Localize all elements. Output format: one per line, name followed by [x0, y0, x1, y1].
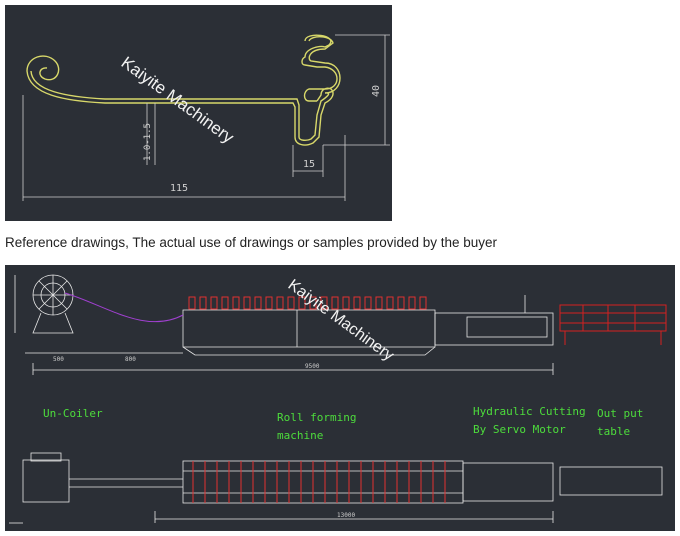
- roller-stand: [232, 296, 240, 310]
- roller-stand: [408, 296, 416, 310]
- roller-stand: [298, 296, 306, 310]
- roller-stand: [243, 296, 251, 310]
- roller-stand: [375, 296, 383, 310]
- roller-stand: [342, 296, 350, 310]
- dim-coiler-gap: 800: [125, 356, 136, 363]
- roller-stand: [265, 296, 273, 310]
- dim-overall-plan: 13000: [337, 512, 355, 519]
- roller-stand: [353, 296, 361, 310]
- dim-hook-width: 15: [303, 159, 315, 170]
- profile-drawing-panel: 40 1.0-1.5 15 115 Kaiyite Machinery: [5, 5, 392, 221]
- watermark: Kaiyite Machinery: [118, 53, 238, 148]
- roller-stands-side: [188, 296, 427, 310]
- roller-stand: [331, 296, 339, 310]
- roller-stand: [221, 296, 229, 310]
- roller-stand: [309, 296, 317, 310]
- roller-stand: [320, 296, 328, 310]
- label-roll-forming-1: Roll forming: [277, 411, 356, 424]
- roller-stand: [397, 296, 405, 310]
- roller-stand: [276, 296, 284, 310]
- roller-stand: [386, 296, 394, 310]
- roller-stand: [287, 296, 295, 310]
- roller-stand: [254, 296, 262, 310]
- profile-outline: [26, 34, 338, 146]
- layout-drawing: 500 800 9500 13000 Un-Coiler Roll formin…: [9, 274, 667, 524]
- roller-stand: [188, 296, 196, 310]
- dim-overall-side: 9500: [305, 363, 320, 370]
- strip-trace: [64, 292, 184, 323]
- label-output-2: table: [597, 425, 630, 438]
- label-cutting-1: Hydraulic Cutting: [473, 405, 586, 418]
- caption: Reference drawings, The actual use of dr…: [5, 235, 498, 250]
- uncoiler-plan: [22, 459, 70, 503]
- dim-total-width: 115: [170, 183, 188, 194]
- label-uncoiler: Un-Coiler: [43, 407, 103, 420]
- roller-stand: [210, 296, 218, 310]
- roller-stand: [419, 296, 427, 310]
- dim-coiler-side: 500: [53, 356, 64, 363]
- layout-drawing-panel: 500 800 9500 13000 Un-Coiler Roll formin…: [5, 265, 675, 531]
- roll-former-side: [182, 309, 436, 348]
- label-output-1: Out put: [597, 407, 643, 420]
- label-roll-forming-2: machine: [277, 429, 323, 442]
- output-table-side: [559, 304, 667, 345]
- roller-stands-plan: [192, 461, 446, 503]
- roller-stand: [364, 296, 372, 310]
- dim-thickness: 1.0-1.5: [143, 123, 153, 161]
- watermark-2: Kaiyite Machinery: [285, 276, 397, 364]
- label-cutting-2: By Servo Motor: [473, 423, 566, 436]
- profile-drawing: 40 1.0-1.5 15 115 Kaiyite Machinery: [22, 34, 390, 201]
- output-table-plan: [559, 466, 663, 496]
- dim-height: 40: [371, 85, 382, 97]
- roller-stand: [199, 296, 207, 310]
- cutter-plan: [462, 462, 554, 502]
